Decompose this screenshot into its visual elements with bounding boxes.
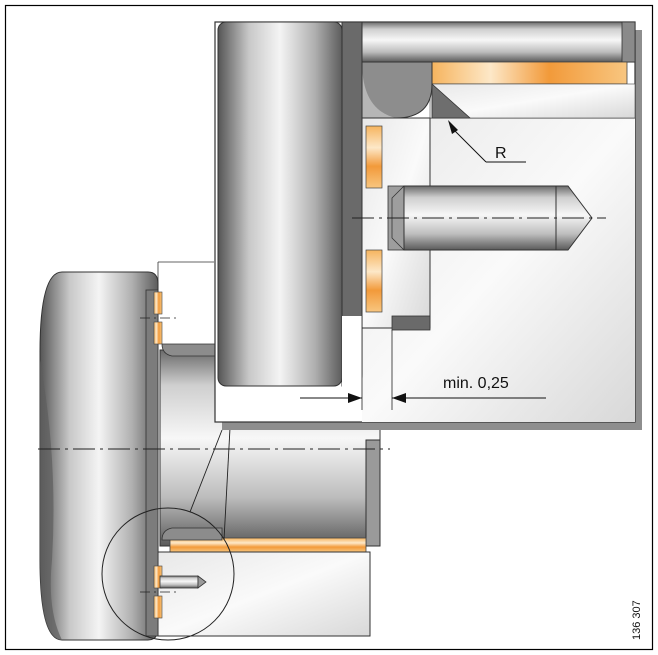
detail-bushing (431, 61, 628, 85)
radius-label: R (495, 145, 507, 162)
detail-shaft (361, 21, 636, 63)
overview-roller (39, 271, 159, 641)
detail-washer-upper (365, 125, 383, 189)
overview-housing (157, 551, 371, 637)
magnifier-leader-lower (223, 427, 231, 541)
detail-roller-body (217, 21, 343, 387)
overview-pin (159, 575, 207, 589)
radius-callout: R (448, 120, 526, 163)
magnifier-leader-upper (189, 429, 223, 513)
figure-number: 136 307 (631, 600, 643, 640)
detail-inset: R min. 0,25 (214, 21, 642, 430)
magnifier-circle (101, 507, 235, 641)
clearance-callout: min. 0,25 (300, 375, 546, 403)
detail-washer-lower (365, 249, 383, 313)
detail-pin (387, 185, 593, 251)
clearance-label: min. 0,25 (443, 375, 509, 392)
